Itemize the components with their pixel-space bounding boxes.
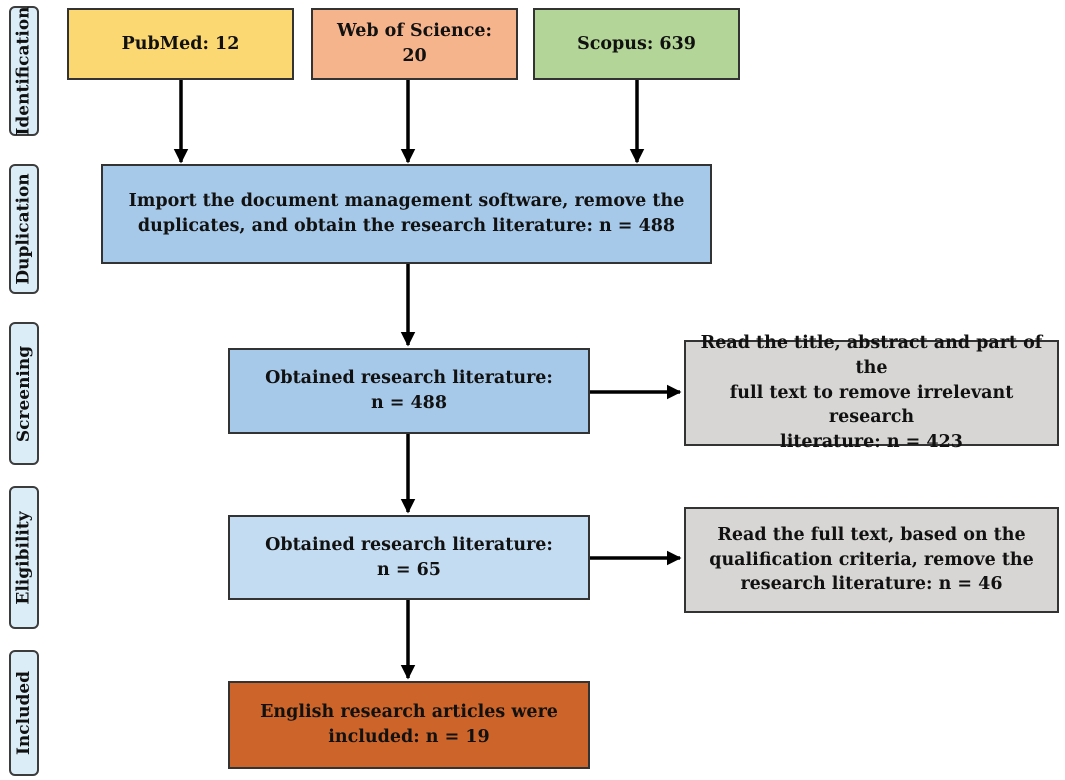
source-label: PubMed: 12 bbox=[121, 33, 240, 54]
source-box-scopus: Scopus: 639 bbox=[533, 8, 740, 80]
stage-label-text: Identification bbox=[14, 6, 34, 136]
source-label: Web of Science: 20 bbox=[336, 21, 493, 66]
eligibility-excluded-line: qualification criteria, remove the bbox=[709, 549, 1034, 570]
stage-label-text: Screening bbox=[14, 345, 34, 442]
screening-excluded-line: Read the title, abstract and part of the bbox=[700, 332, 1043, 378]
eligibility-excluded-line: research literature: n = 46 bbox=[740, 574, 1003, 595]
stage-label-duplication: Duplication bbox=[9, 164, 39, 294]
source-box-pubmed: PubMed: 12 bbox=[67, 8, 294, 80]
stage-label-text: Included bbox=[14, 670, 35, 756]
source-label: Scopus: 639 bbox=[577, 33, 696, 54]
duplication-line: Import the document management software,… bbox=[128, 191, 685, 212]
screening-excluded-line: literature: n = 423 bbox=[780, 432, 963, 453]
screening-excluded-line: full text to remove irrelevant research bbox=[729, 382, 1014, 428]
included-line: included: n = 19 bbox=[328, 727, 490, 747]
included-line: English research articles were bbox=[260, 702, 558, 723]
stage-label-included: Included bbox=[9, 650, 39, 776]
stage-label-screening: Screening bbox=[9, 322, 39, 465]
eligibility-line: n = 65 bbox=[377, 559, 441, 580]
eligibility-line: Obtained research literature: bbox=[265, 534, 553, 555]
screening-excluded-box: Read the title, abstract and part of the… bbox=[684, 333, 1059, 452]
eligibility-excluded-box: Read the full text, based on the qualifi… bbox=[684, 507, 1059, 613]
stage-label-eligibility: Eligibility bbox=[9, 486, 39, 629]
eligibility-box: Obtained research literature: n = 65 bbox=[228, 515, 590, 600]
stage-label-text: Duplication bbox=[14, 173, 34, 285]
screening-line: Obtained research literature: bbox=[265, 368, 553, 389]
screening-box: Obtained research literature: n = 488 bbox=[228, 348, 590, 434]
eligibility-excluded-line: Read the full text, based on the bbox=[717, 524, 1026, 545]
stage-label-text: Eligibility bbox=[14, 510, 34, 605]
duplication-line: duplicates, and obtain the research lite… bbox=[137, 216, 676, 236]
screening-line: n = 488 bbox=[370, 393, 448, 413]
source-box-web-of-science: Web of Science: 20 bbox=[311, 8, 518, 80]
included-box: English research articles were included:… bbox=[228, 681, 590, 769]
duplication-box: Import the document management software,… bbox=[101, 164, 712, 264]
stage-label-identification: Identification bbox=[9, 6, 39, 136]
